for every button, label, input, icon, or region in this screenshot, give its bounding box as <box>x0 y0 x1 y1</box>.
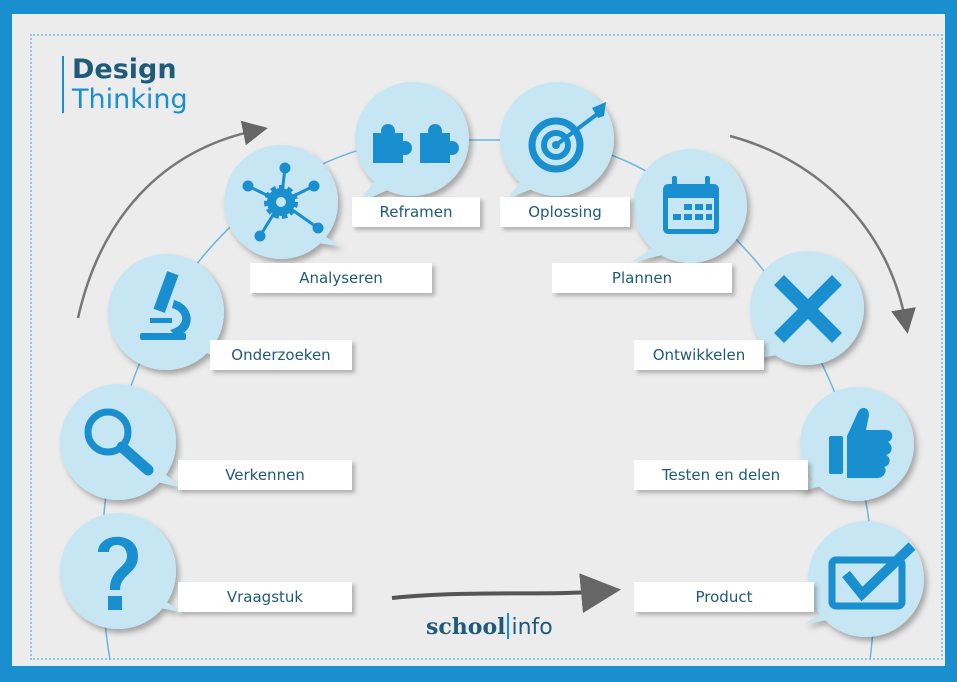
microscope-icon <box>140 271 191 340</box>
title-line-2: Thinking <box>72 84 188 115</box>
bubble-oplossing <box>500 82 614 198</box>
label-vraagstuk: Vraagstuk <box>178 582 352 612</box>
magnifier-icon <box>84 408 154 476</box>
network-gear-icon <box>242 162 324 242</box>
target-icon <box>528 102 606 173</box>
label-oplossing: Oplossing <box>500 197 630 227</box>
question-icon <box>98 536 138 610</box>
title-line-1: Design <box>72 54 177 85</box>
label-product: Product <box>634 582 814 612</box>
checkbox-icon <box>828 542 916 610</box>
right-arrow <box>729 134 916 334</box>
label-analyseren: Analyseren <box>250 263 432 293</box>
tools-icon <box>774 275 842 343</box>
page-title: Design Thinking <box>62 56 188 113</box>
thumbs-up-icon <box>829 407 893 478</box>
label-ontwikkelen: Ontwikkelen <box>634 340 764 370</box>
label-onderzoeken: Onderzoeken <box>210 340 352 370</box>
label-reframen: Reframen <box>352 197 480 227</box>
bottom-arrow <box>391 573 621 614</box>
left-arrow <box>76 120 268 319</box>
label-plannen: Plannen <box>552 263 732 293</box>
label-verkennen: Verkennen <box>178 460 352 490</box>
calendar-icon <box>663 176 719 234</box>
logo-divider <box>507 613 510 639</box>
label-testen-en-delen: Testen en delen <box>634 460 808 490</box>
logo-info-text: info <box>511 615 553 640</box>
puzzle-icon <box>373 124 459 163</box>
logo-school-text: school <box>426 614 506 640</box>
bubble-product <box>804 521 924 637</box>
dotted-border <box>30 34 943 660</box>
